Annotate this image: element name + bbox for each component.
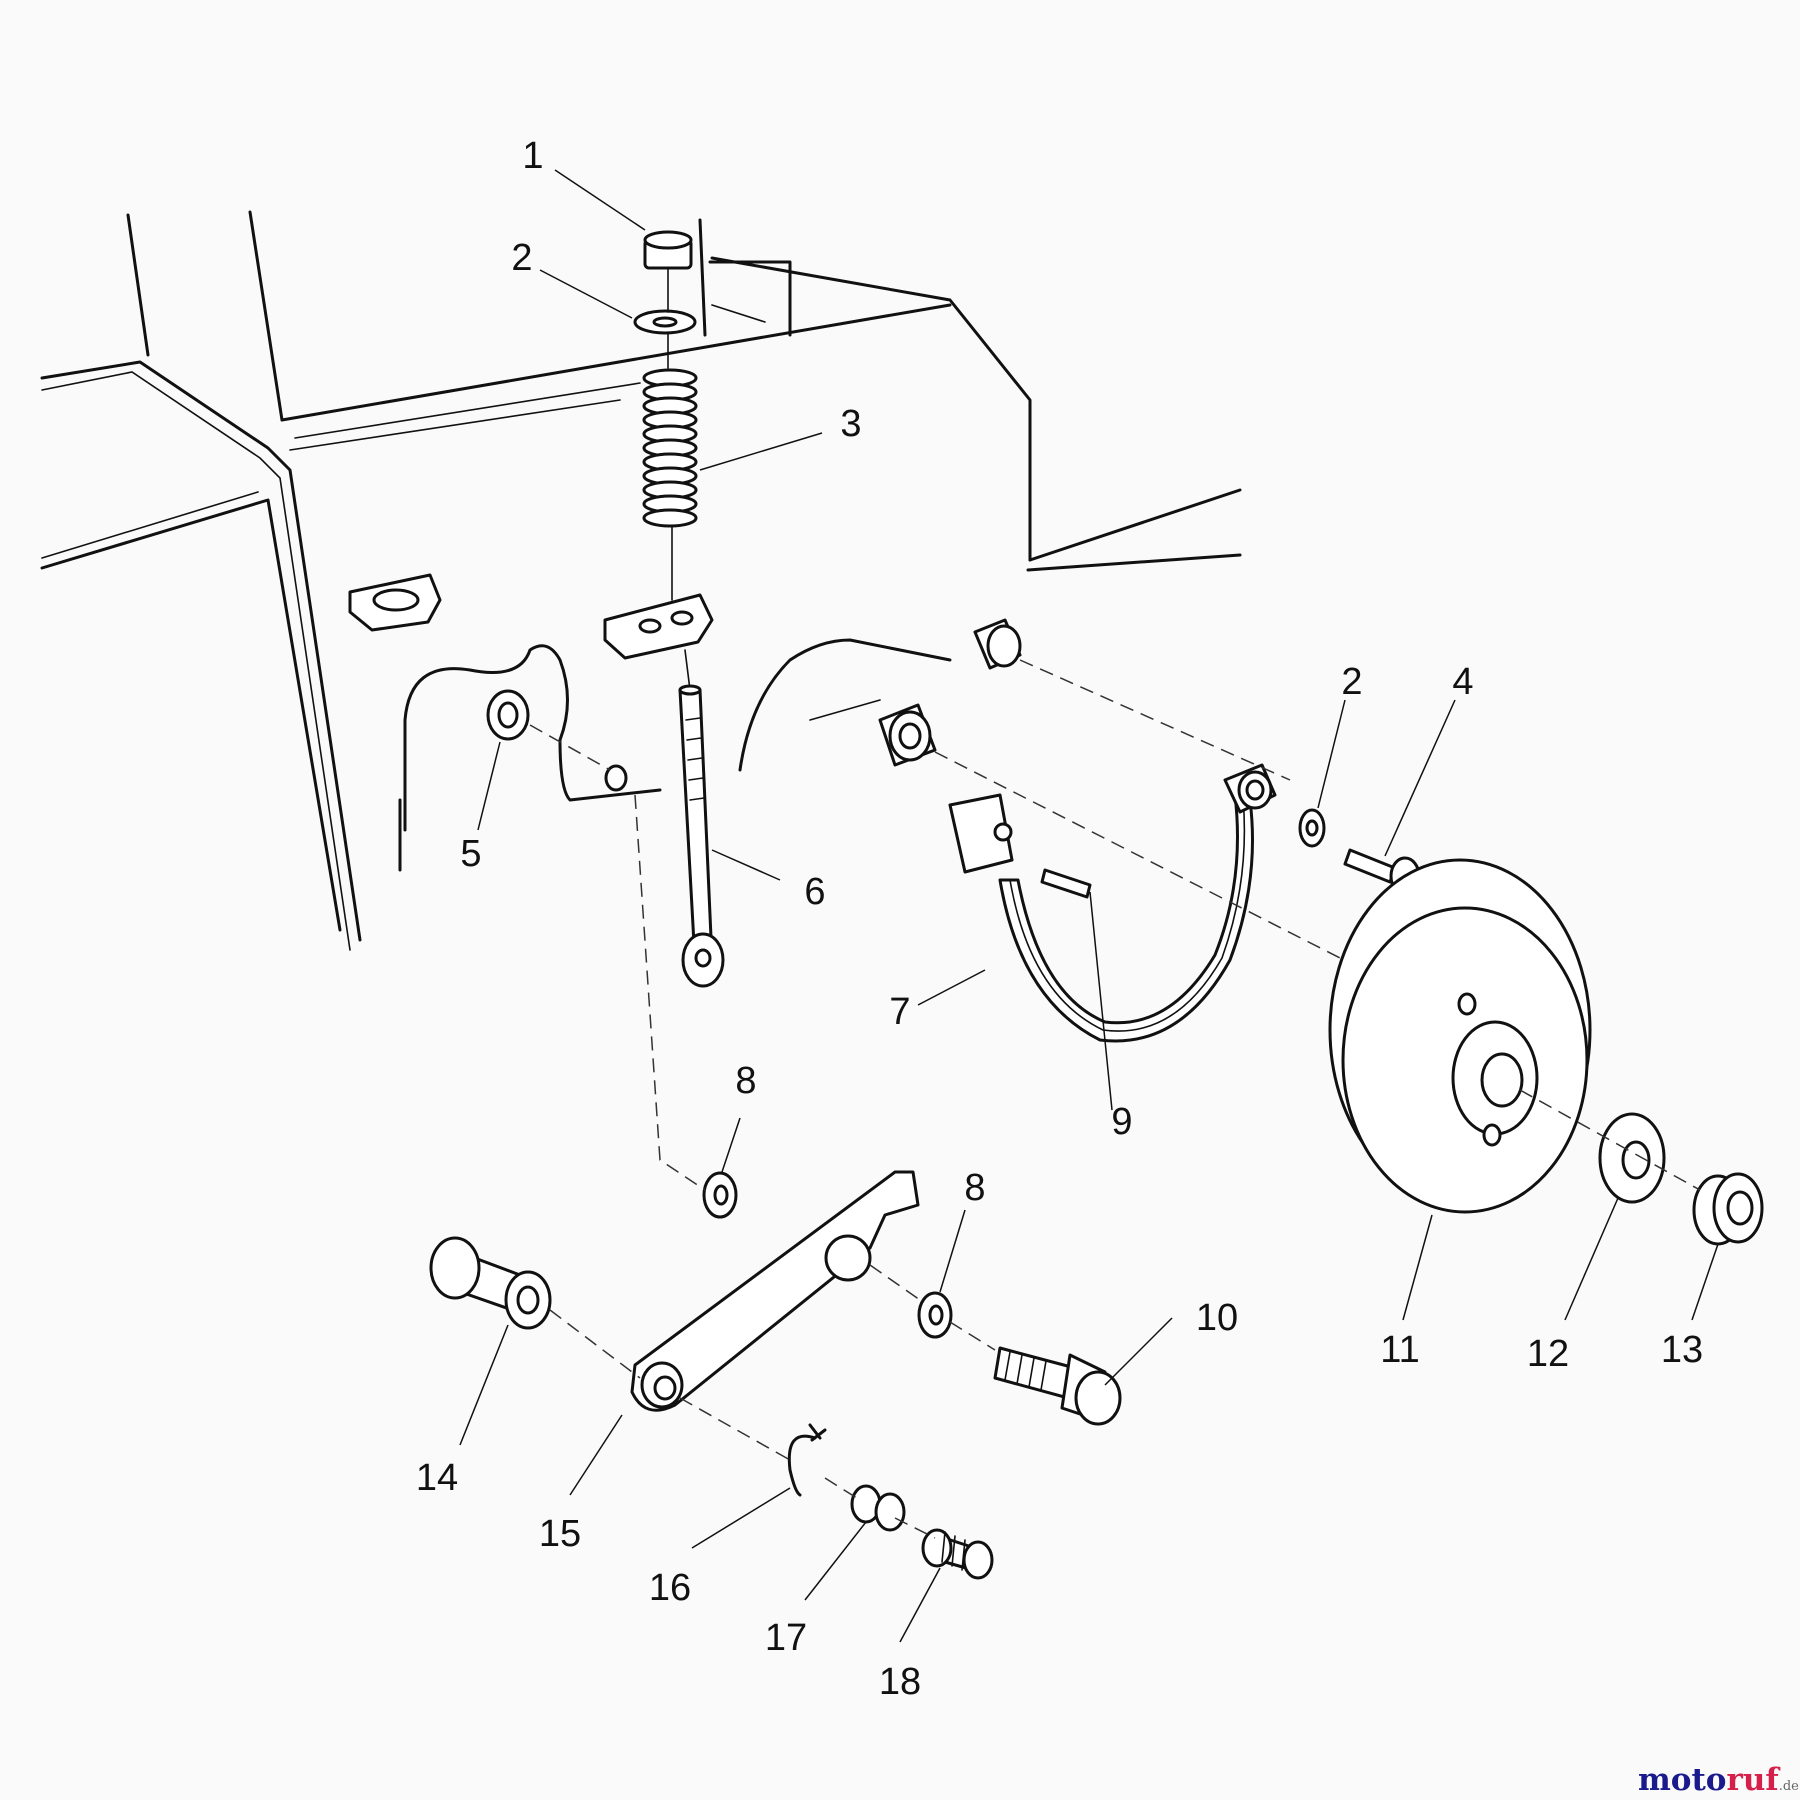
part-17-sleeve (850, 1484, 906, 1532)
callout-12: 12 (1527, 1333, 1569, 1375)
callout-4: 4 (1452, 661, 1473, 703)
vertical-centerline (667, 267, 691, 691)
housing-pivot-pin (878, 703, 937, 767)
part-14-pin (429, 1236, 552, 1330)
callout-2-right: 2 (1341, 661, 1362, 703)
part-2-washer-right (1298, 808, 1326, 848)
callout-13: 13 (1661, 1329, 1703, 1371)
callout-15: 15 (539, 1513, 581, 1555)
callout-14: 14 (416, 1457, 458, 1499)
callout-3: 3 (840, 403, 861, 445)
callout-1: 1 (522, 135, 543, 177)
callout-10: 10 (1196, 1297, 1238, 1339)
part-9-pin (1040, 868, 1092, 899)
leader-lines (459, 169, 1719, 1643)
part-15-lever (630, 1170, 920, 1412)
part-12-washer (1598, 1112, 1666, 1204)
callout-11: 11 (1380, 1329, 1419, 1371)
assembly-axes (529, 659, 1701, 1539)
callout-8-a: 8 (735, 1060, 756, 1102)
callout-2-top: 2 (511, 237, 532, 279)
callout-7: 7 (889, 991, 910, 1033)
part-11-brake-drum (1328, 858, 1592, 1214)
part-5-bushing (486, 689, 530, 741)
top-shaft-pin (973, 618, 1022, 670)
frame-mount-plate (348, 573, 442, 632)
part-1-nut (643, 230, 693, 270)
callout-18: 18 (879, 1661, 921, 1703)
callout-6: 6 (804, 871, 825, 913)
callout-16: 16 (649, 1567, 691, 1609)
chassis-frame (40, 210, 1242, 951)
watermark-tld: .de (1779, 1779, 1799, 1794)
callout-17: 17 (765, 1617, 807, 1659)
part-2-washer-top (633, 309, 697, 335)
watermark-part1: moto (1638, 1762, 1726, 1798)
part-8-washer-b (917, 1291, 953, 1339)
part-10-bolt (993, 1346, 1122, 1426)
bracket-hole (604, 764, 628, 792)
part-18-screw (921, 1528, 994, 1580)
part-7-brake-band (948, 763, 1277, 1043)
part-6-rod (678, 684, 725, 988)
callout-labels: 1 2 3 2 4 5 6 7 8 8 9 10 11 12 13 14 15 … (416, 135, 1703, 1703)
site-watermark: motoruf.de (1638, 1762, 1799, 1798)
part-8-washer-a (702, 1171, 738, 1219)
callout-5: 5 (460, 833, 481, 875)
callout-8-b: 8 (964, 1167, 985, 1209)
spring-seat-bracket (603, 593, 714, 660)
part-3-spring (642, 368, 698, 528)
watermark-part2: ruf (1726, 1762, 1780, 1798)
part-13-nut (1692, 1172, 1764, 1246)
part-16-clip (787, 1423, 827, 1497)
watermark-text: motoruf.de (1638, 1762, 1799, 1798)
callout-9: 9 (1111, 1101, 1132, 1143)
